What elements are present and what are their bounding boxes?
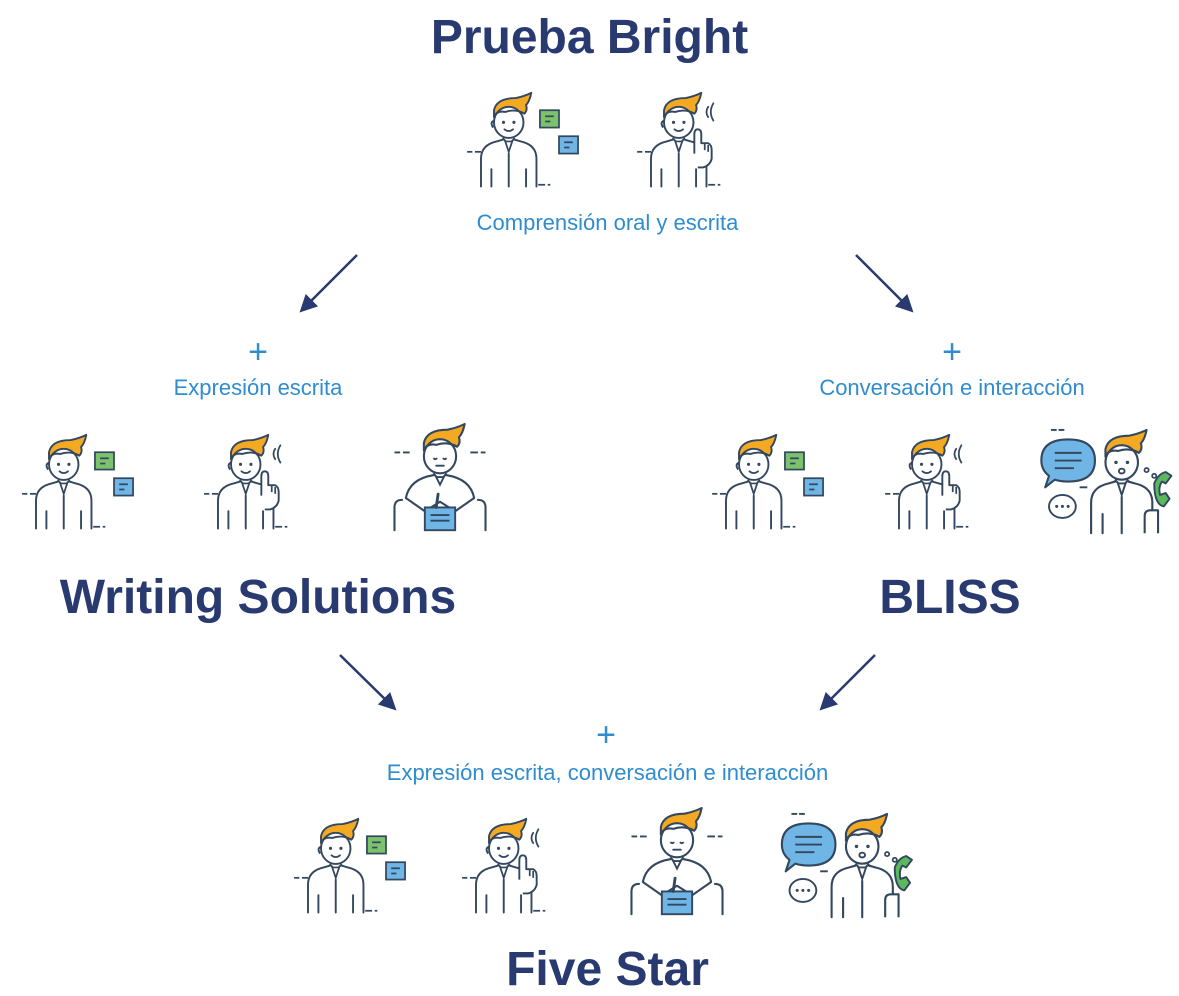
left-title: Writing Solutions (59, 571, 457, 624)
left-subtitle: Expresión escrita (173, 375, 343, 400)
person-reading-notes-icon (282, 812, 412, 922)
person-writing-icon (612, 806, 742, 918)
right-subtitle: Conversación e interacción (819, 375, 1085, 400)
right-title: BLISS (879, 571, 1021, 624)
person-speaking-phone-icon (770, 812, 920, 922)
person-listening-icon (625, 86, 755, 196)
person-reading-notes-icon (455, 86, 585, 196)
person-listening-icon (450, 812, 580, 922)
person-listening-icon (192, 428, 322, 538)
arrow-right-to-bottom (819, 654, 876, 711)
bottom-plus: + (596, 716, 616, 754)
arrow-left-to-bottom (339, 654, 397, 711)
bottom-title: Five Star (506, 943, 709, 996)
arrow-top-to-left (299, 254, 358, 313)
person-reading-notes-icon (700, 428, 830, 538)
top-subtitle: Comprensión oral y escrita (476, 210, 739, 235)
arrow-top-to-right (855, 254, 914, 313)
person-reading-notes-icon (10, 428, 140, 538)
person-listening-icon (873, 428, 1003, 538)
left-plus: + (248, 333, 268, 371)
person-speaking-phone-icon (1032, 428, 1177, 538)
bottom-subtitle: Expresión escrita, conversación e intera… (386, 760, 829, 785)
person-writing-icon (375, 422, 505, 534)
top-title: Prueba Bright (430, 11, 749, 64)
right-plus: + (942, 333, 962, 371)
